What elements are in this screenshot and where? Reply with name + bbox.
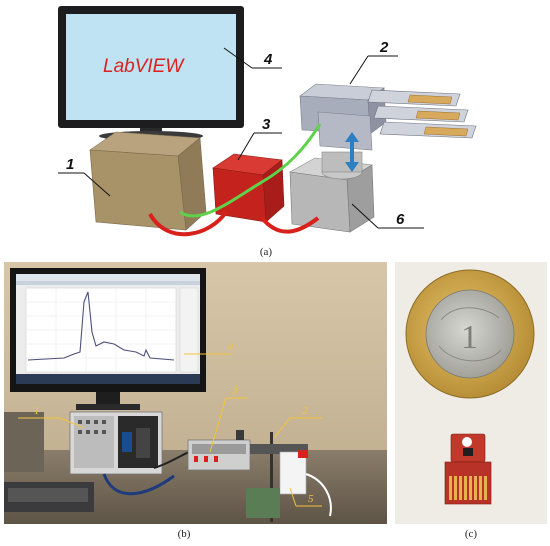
label-3: 3 bbox=[262, 116, 271, 133]
red-cable-right bbox=[260, 216, 320, 234]
photo-label-2: 2 bbox=[302, 405, 308, 417]
caption-a: (a) bbox=[259, 246, 273, 258]
leader-2: 2 bbox=[349, 39, 398, 85]
photo-label-1: 1 bbox=[34, 405, 40, 417]
monitor-label: LabVIEW bbox=[103, 56, 185, 77]
panel-c-photo: 1 (c) bbox=[395, 262, 547, 540]
caption-c: (c) bbox=[464, 528, 478, 540]
setup-photo: 1 2 3 4 5 bbox=[4, 262, 387, 524]
red-cable-left bbox=[148, 210, 228, 237]
label-6: 6 bbox=[396, 211, 405, 228]
panel-a-schematic: LabVIEW bbox=[0, 0, 550, 262]
photo-label-3: 3 bbox=[231, 385, 238, 397]
photo-pxi-chassis bbox=[69, 411, 163, 475]
green-cable bbox=[179, 123, 322, 218]
schematic-drawing: LabVIEW bbox=[58, 6, 477, 237]
panel-b-photo: 1 2 3 4 5 (b) bbox=[4, 262, 387, 540]
photo-label-4: 4 bbox=[228, 341, 234, 353]
sensor-assembly bbox=[299, 83, 477, 172]
monitor: LabVIEW bbox=[58, 6, 244, 141]
photo-label-5: 5 bbox=[308, 493, 314, 505]
label-1: 1 bbox=[66, 156, 74, 173]
computer-box bbox=[89, 131, 207, 231]
leader-6: 6 bbox=[351, 203, 424, 229]
label-2: 2 bbox=[379, 39, 389, 56]
photo-sensor-stand bbox=[246, 432, 332, 522]
photo-connector-block bbox=[187, 430, 251, 471]
coin-numeral: 1 bbox=[461, 319, 478, 356]
sensor-photo: 1 bbox=[395, 262, 547, 524]
caption-b: (b) bbox=[177, 528, 191, 540]
holder-box bbox=[289, 151, 375, 233]
euro-coin: 1 bbox=[405, 269, 535, 399]
monitor-screen bbox=[66, 14, 236, 120]
daq-box bbox=[212, 153, 285, 223]
label-4: 4 bbox=[263, 51, 273, 68]
photo-monitor bbox=[10, 268, 206, 410]
leader-1: 1 bbox=[58, 156, 111, 197]
leader-4: 4 bbox=[223, 47, 282, 69]
sensor-chip bbox=[444, 433, 492, 505]
leader-3: 3 bbox=[237, 116, 282, 161]
